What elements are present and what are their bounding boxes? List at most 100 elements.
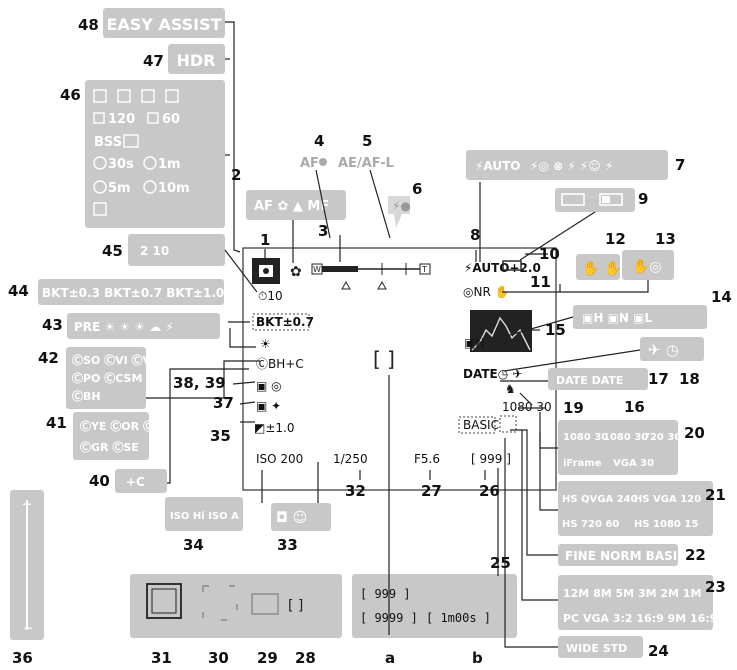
easy-assist-label: EASY ASSIST [106, 15, 221, 34]
svg-text:18: 18 [679, 370, 700, 388]
flash-mode-options: ⚡AUTO [475, 159, 520, 173]
battery-options [561, 193, 623, 206]
size-options-row1: 12M 8M 5M 3M 2M 1M [563, 587, 701, 600]
blink-icons: ▣ ◎ [256, 379, 282, 393]
color-options-row1: ⒸSO ⒸVI ⒸVI+ [72, 353, 164, 367]
iso-readout: ISO 200 [256, 452, 303, 466]
movie-time-readout: [ 1m00s ] [426, 611, 491, 625]
int-10m-label: 10m [158, 181, 190, 196]
picture-control-options: ▣H ▣N ▣L [582, 311, 652, 325]
ae-af-lock-label: AE/AF-L [338, 156, 394, 171]
svg-text:48: 48 [78, 16, 99, 34]
svg-text:VGA 30: VGA 30 [613, 458, 654, 469]
monitor-frame [242, 247, 557, 491]
option-boxes [10, 8, 713, 658]
svg-text:42: 42 [38, 349, 59, 367]
svg-text:1080 30: 1080 30 [563, 432, 608, 443]
svg-text:25: 25 [490, 554, 511, 572]
battery-icon [502, 260, 522, 271]
svg-text:HS QVGA 240: HS QVGA 240 [562, 494, 638, 505]
svg-text:41: 41 [46, 414, 67, 432]
svg-text:+: + [22, 497, 32, 511]
svg-text:46: 46 [60, 86, 81, 104]
svg-text:24: 24 [648, 642, 669, 660]
svg-text:8: 8 [470, 226, 480, 244]
svg-text:11: 11 [530, 273, 551, 291]
focus-area-shapes: [ ] [146, 583, 303, 621]
svg-text:23: 23 [705, 578, 726, 596]
cont-120-label: 120 [108, 112, 135, 127]
effects-icons: ▣ ✦ [256, 399, 281, 413]
filter-options-row1: ⒸYE ⒸOR ⒸRE [80, 419, 170, 433]
self-timer-readout: ⏱10 [258, 289, 283, 303]
svg-text:9: 9 [638, 190, 648, 208]
svg-text:47: 47 [143, 52, 164, 70]
cont-60-label: 60 [162, 112, 180, 127]
size-options-row2: PC VGA 3:2 16:9 9M 16:9 2M 1:1 [563, 612, 737, 625]
svg-text:7: 7 [675, 156, 685, 174]
af-dot-icon [319, 158, 327, 166]
svg-text:T: T [421, 265, 427, 274]
flash-ready-bubble [388, 196, 410, 228]
svg-text:1: 1 [260, 231, 270, 249]
svg-text:2: 2 [231, 166, 241, 184]
color-readout: ⒸBH+C [256, 357, 304, 371]
callout-numbers: 48 47 46 45 44 43 42 41 40 38, 39 37 35 … [8, 16, 732, 667]
quality-readout: BASIC [463, 418, 499, 432]
flash-other-icons: ⚡◎ ⊗ ⚡ ⚡☺ ⚡ [530, 159, 613, 173]
svg-text:38, 39: 38, 39 [173, 374, 226, 392]
color-options-row3: ⒸBH [72, 389, 101, 403]
svg-text:20: 20 [684, 424, 705, 442]
zoom-indicator: W T [311, 263, 431, 290]
svg-text:19: 19 [563, 399, 584, 417]
svg-text:HS 720 60: HS 720 60 [562, 519, 619, 530]
svg-text:33: 33 [277, 536, 298, 554]
hs-movie-options: HS QVGA 240 HS VGA 120 HS 720 60 HS 1080… [562, 494, 701, 530]
svg-text:17: 17 [648, 370, 669, 388]
svg-text:−: − [23, 621, 33, 635]
audio-icon: ♞ [505, 382, 516, 396]
wb-plus-c-label: +C [126, 475, 145, 489]
focus-brackets: [ ] [373, 347, 395, 371]
svg-text:30: 30 [208, 649, 229, 667]
hdr-label: HDR [177, 51, 216, 70]
svg-text:26: 26 [479, 482, 500, 500]
self-timer-options: 2 10 [140, 244, 169, 258]
svg-text:a: a [385, 649, 395, 667]
color-options-row2: ⒸPO ⒸCSM ⒸBW [72, 371, 177, 385]
leader-lines [146, 21, 649, 648]
svg-text:[ ]: [ ] [288, 598, 303, 614]
flash-ready-icon: ⚡● [392, 199, 411, 213]
shutter-readout: 1/250 [333, 452, 368, 466]
quality-options: FINE NORM BASIC [565, 549, 686, 563]
svg-text:22: 22 [685, 546, 706, 564]
bkt-options: BKT±0.3 BKT±0.7 BKT±1.0 [42, 286, 224, 300]
svg-text:6: 6 [412, 180, 422, 198]
svg-text:13: 13 [655, 230, 676, 248]
vr-icons: ◎NR ✋ [463, 285, 510, 299]
svg-text:720 30: 720 30 [643, 432, 681, 443]
svg-text:HS VGA 120: HS VGA 120 [634, 494, 701, 505]
svg-text:31: 31 [151, 649, 172, 667]
wb-readout-icon: ☀ [260, 337, 271, 351]
shots-remaining-readout: [ 999 ] [471, 452, 511, 466]
aperture-readout: F5.6 [414, 452, 440, 466]
af-indicator-label: AF [300, 156, 319, 171]
wb-options: PRE ☀ ☀ ☀ ☁ ⚡ [74, 320, 174, 334]
scene-icons: ◘ ☺ [276, 510, 307, 526]
int-5m-label: 5m [108, 181, 131, 196]
svg-text:12: 12 [605, 230, 626, 248]
travel-date-icons: ✈ ◷ [648, 341, 679, 359]
picture-control-readout: ▣H [464, 336, 484, 350]
continuous-options: 120 60 BSS 30s 1m 5m 10m [93, 89, 190, 216]
bkt-readout: BKT±0.7 [256, 315, 314, 329]
bss-label: BSS [94, 135, 122, 150]
shots-999-readout: [ 999 ] [360, 587, 411, 601]
focus-mode-options: AF ✿ ▲ MF [254, 199, 329, 214]
svg-text:36: 36 [12, 649, 33, 667]
svg-text:28: 28 [295, 649, 316, 667]
svg-text:37: 37 [213, 394, 234, 412]
svg-text:27: 27 [421, 482, 442, 500]
svg-text:21: 21 [705, 486, 726, 504]
